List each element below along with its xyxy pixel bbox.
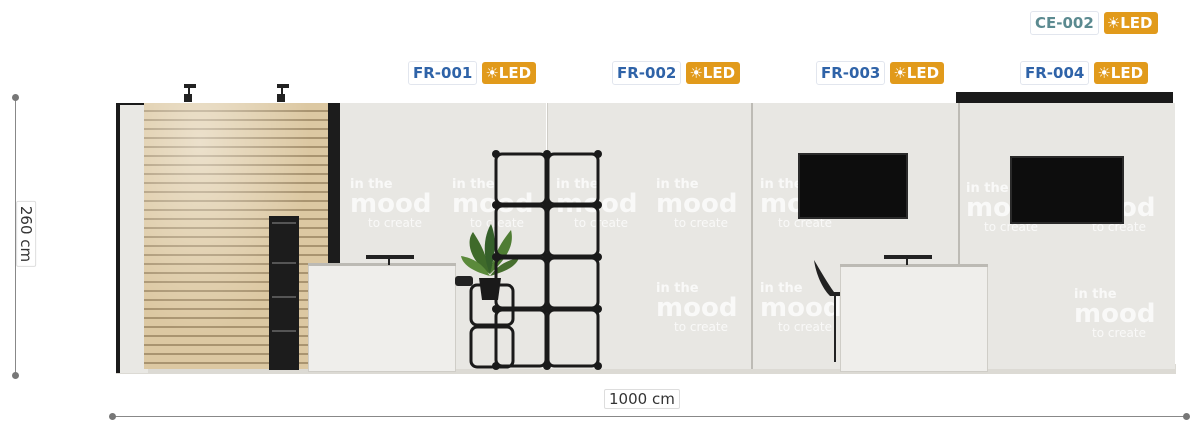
label-fr-002: FR-002 ☀LED	[612, 61, 741, 85]
watermark-line1: in the	[760, 177, 803, 192]
watermark-line1: in the	[556, 177, 599, 192]
cube-shelf	[492, 150, 602, 370]
watermark-line1: in the	[350, 177, 393, 192]
fabric-wall-fr-004	[958, 103, 1175, 369]
brochure-stand	[269, 216, 299, 370]
watermark-line3: to create	[574, 216, 628, 230]
watermark-line2: mood	[1074, 299, 1156, 329]
label-code: FR-002	[612, 61, 682, 85]
counter-1	[308, 263, 456, 372]
watermark-line3: to create	[778, 320, 832, 334]
sun-icon: ☀	[1097, 64, 1111, 82]
watermark: in the mood to create	[656, 178, 737, 229]
left-side-wall	[116, 103, 148, 373]
counter-2	[840, 264, 988, 372]
watermark: in the mood to create	[350, 178, 431, 229]
label-fr-003: FR-003 ☀LED	[816, 61, 945, 85]
chair-1	[810, 258, 844, 364]
label-ce-002: CE-002 ☀LED	[1030, 11, 1158, 35]
watermark-line3: to create	[778, 216, 832, 230]
label-code: FR-004	[1020, 61, 1090, 85]
label-code: CE-002	[1030, 11, 1099, 35]
watermark-line2: mood	[656, 189, 738, 219]
label-fr-001: FR-001 ☀LED	[408, 61, 537, 85]
watermark-line1: in the	[760, 281, 803, 296]
wood-slat-wall	[144, 103, 330, 369]
label-code: FR-001	[408, 61, 478, 85]
width-label: 1000 cm	[604, 389, 680, 409]
sun-icon: ☀	[893, 64, 907, 82]
led-text: LED	[906, 64, 940, 82]
tv-screen-2	[1010, 156, 1124, 224]
fabric-wall-fr-002	[547, 103, 751, 369]
watermark-line3: to create	[1092, 220, 1146, 234]
watermark-line2: mood	[760, 293, 842, 323]
counter-2-top	[840, 264, 988, 267]
plant-shelf	[468, 282, 516, 370]
label-fr-004: FR-004 ☀LED	[1020, 61, 1149, 85]
watermark-line1: in the	[966, 181, 1009, 196]
spotlight-2	[277, 84, 289, 88]
watermark-line3: to create	[1092, 326, 1146, 340]
watermark: in the mood to create	[760, 282, 841, 333]
led-badge: ☀LED	[686, 62, 741, 84]
chair-2	[455, 276, 473, 286]
bar-table-1	[366, 255, 414, 259]
watermark-line1: in the	[656, 281, 699, 296]
watermark-line1: in the	[1074, 287, 1117, 302]
height-label: 260 cm	[16, 200, 37, 268]
watermark-line1: in the	[656, 177, 699, 192]
header-beam	[956, 92, 1173, 103]
led-text: LED	[498, 64, 532, 82]
watermark: in the mood to create	[1074, 288, 1155, 339]
led-text: LED	[1110, 64, 1144, 82]
counter-1-top	[308, 263, 456, 266]
bar-table-2	[884, 255, 932, 259]
led-text: LED	[702, 64, 736, 82]
led-badge: ☀LED	[1103, 12, 1158, 34]
led-text: LED	[1120, 14, 1153, 32]
led-badge: ☀LED	[890, 62, 945, 84]
watermark-line3: to create	[674, 216, 728, 230]
sun-icon: ☀	[689, 64, 703, 82]
label-code: FR-003	[816, 61, 886, 85]
watermark-line3: to create	[674, 320, 728, 334]
sun-icon: ☀	[485, 64, 499, 82]
spotlight-1	[184, 84, 196, 88]
tv-screen-1	[798, 153, 908, 219]
led-badge: ☀LED	[482, 62, 537, 84]
watermark: in the mood to create	[656, 282, 737, 333]
watermark-line2: mood	[350, 189, 432, 219]
watermark-line3: to create	[368, 216, 422, 230]
floor	[116, 364, 1176, 374]
sun-icon: ☀	[1106, 14, 1121, 32]
led-badge: ☀LED	[1094, 62, 1149, 84]
watermark-line3: to create	[984, 220, 1038, 234]
watermark-line2: mood	[656, 293, 738, 323]
watermark-line1: in the	[452, 177, 495, 192]
